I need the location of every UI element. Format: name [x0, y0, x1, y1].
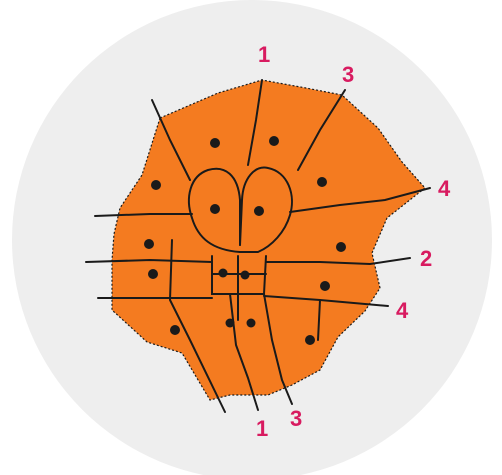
nucleus-dot	[144, 239, 154, 249]
nucleus-dot	[269, 136, 279, 146]
label-top-right: 3	[342, 62, 354, 87]
nucleus-dot	[336, 242, 346, 252]
nucleus-dot	[241, 271, 250, 280]
label-top-left: 1	[258, 42, 270, 67]
label-right-middle: 2	[420, 246, 432, 271]
label-right-upper: 4	[438, 176, 451, 201]
nucleus-dot	[317, 177, 327, 187]
label-right-lower: 4	[396, 298, 409, 323]
nucleus-dot	[151, 180, 161, 190]
nucleus-dot	[254, 206, 264, 216]
nucleus-dot	[148, 269, 158, 279]
label-bottom-right: 3	[290, 406, 302, 431]
nucleus-dot	[247, 319, 256, 328]
nucleus-dot	[305, 335, 315, 345]
nucleus-dot	[170, 325, 180, 335]
label-bottom-left: 1	[256, 416, 268, 441]
nucleus-dot	[210, 138, 220, 148]
nucleus-dot	[219, 269, 228, 278]
nucleus-dot	[226, 319, 235, 328]
nucleus-dot	[320, 281, 330, 291]
nucleus-dot	[210, 204, 220, 214]
